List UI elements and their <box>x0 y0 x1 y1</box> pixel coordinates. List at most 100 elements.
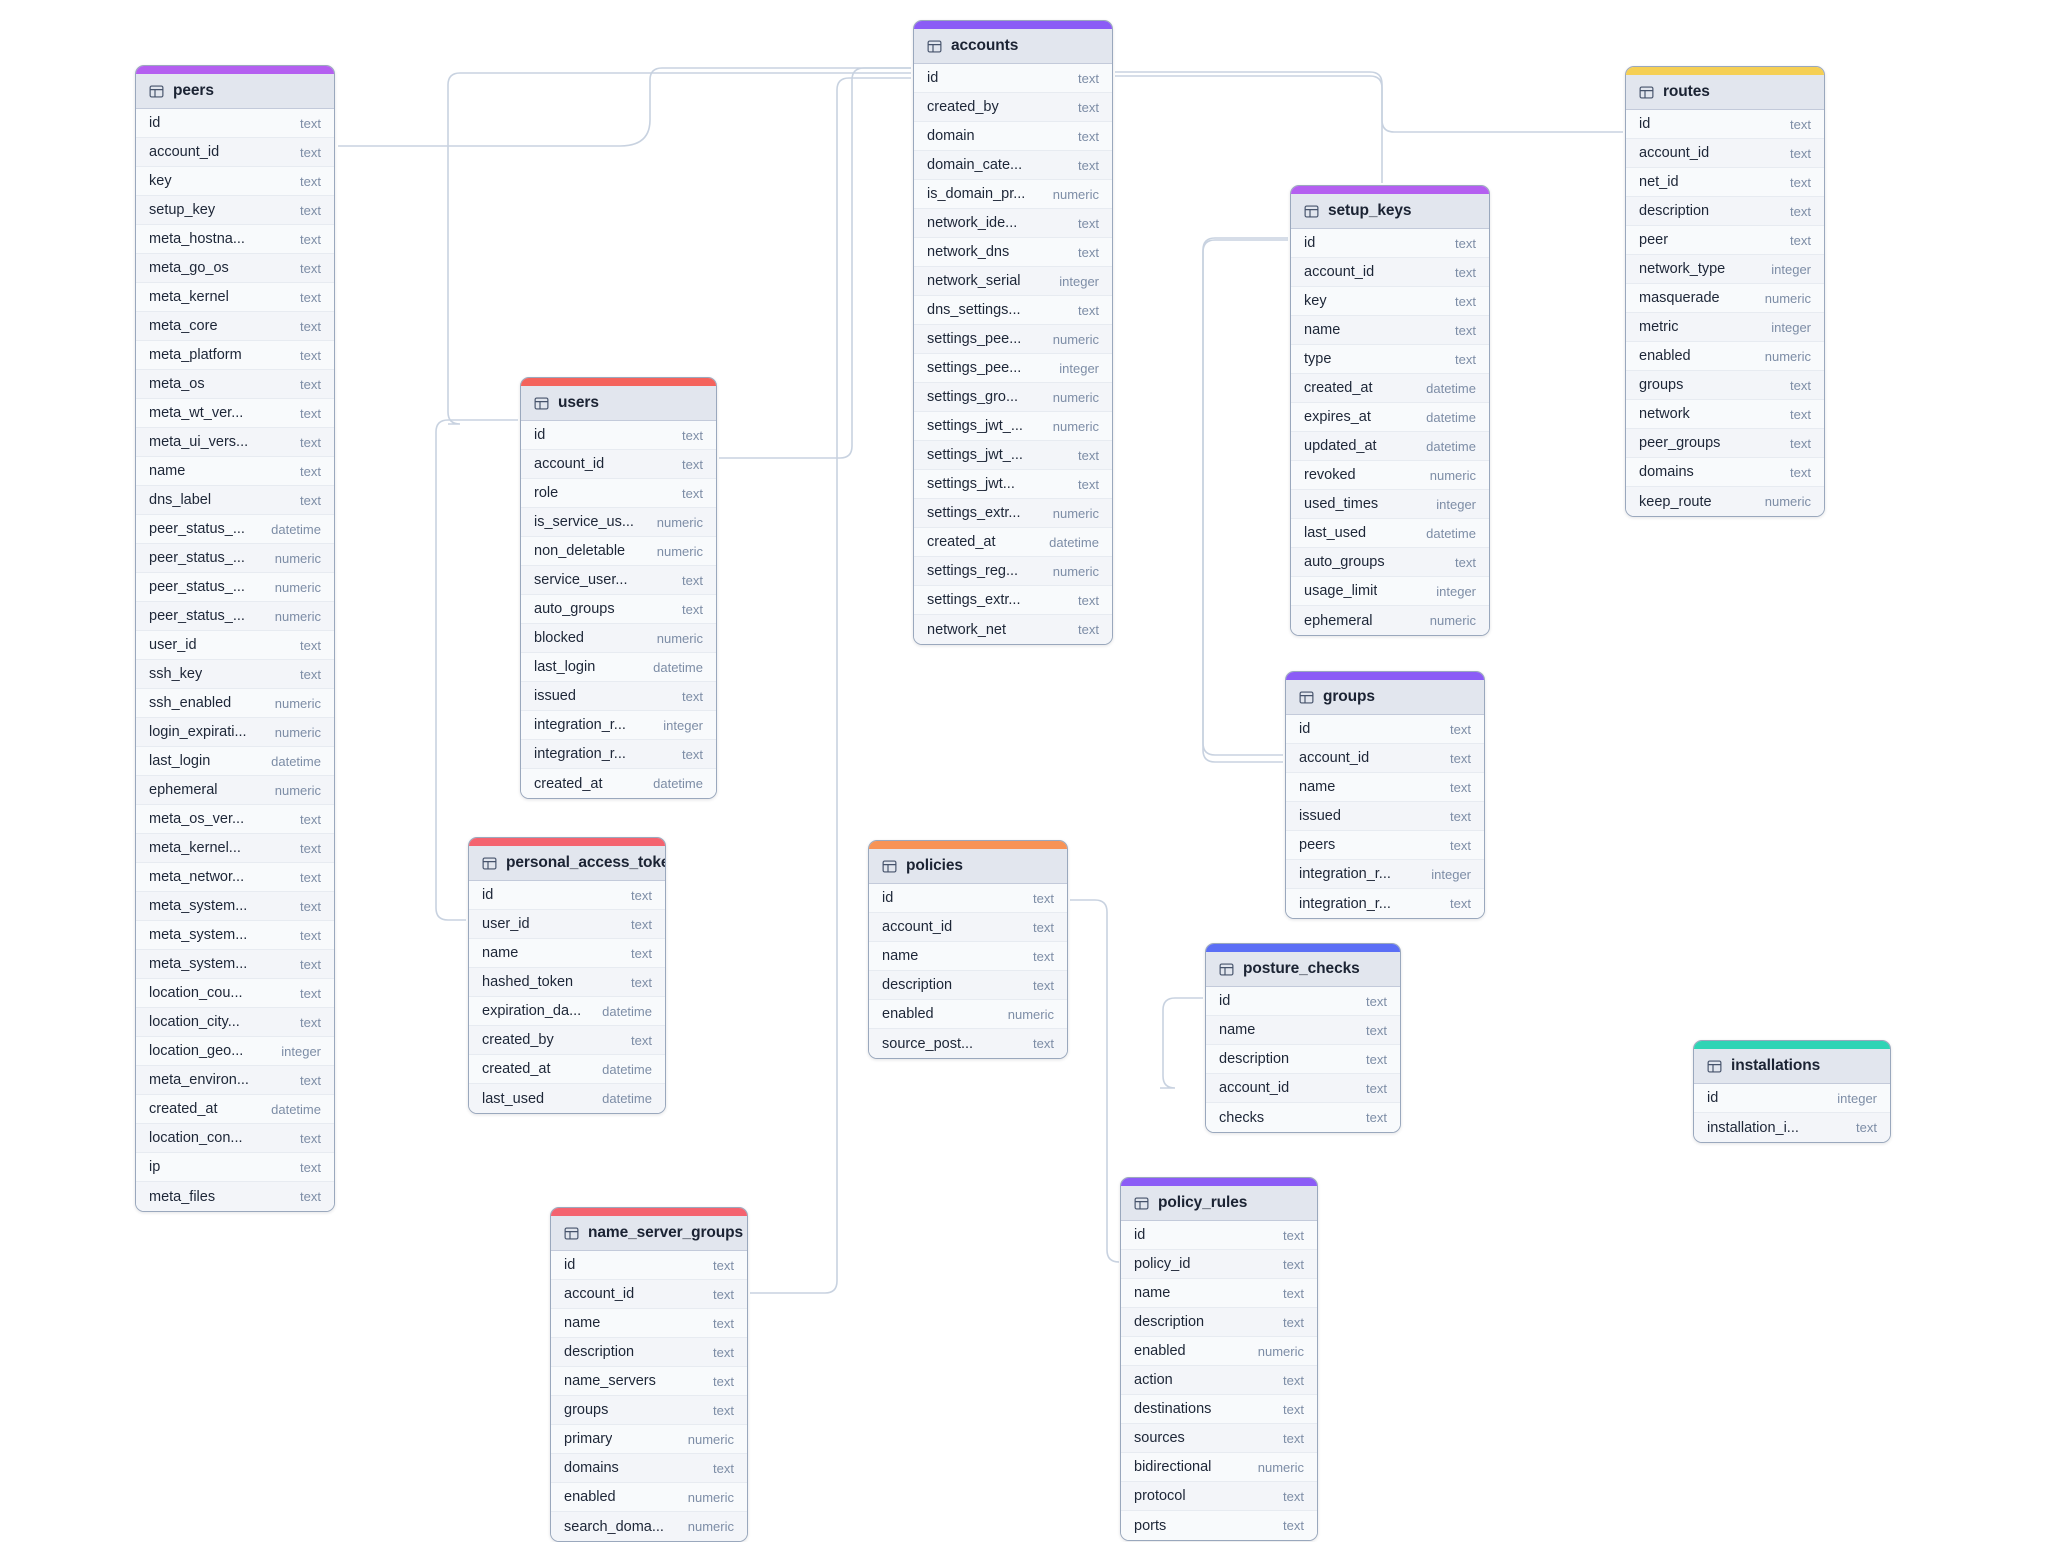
table-header[interactable]: peers <box>136 74 334 109</box>
column-row[interactable]: meta_system...text <box>136 892 334 921</box>
column-row[interactable]: meta_os_ver...text <box>136 805 334 834</box>
column-row[interactable]: settings_jwt_...numeric <box>914 412 1112 441</box>
column-row[interactable]: peer_status_...numeric <box>136 602 334 631</box>
column-row[interactable]: login_expirati...numeric <box>136 718 334 747</box>
column-row[interactable]: meta_hostna...text <box>136 225 334 254</box>
column-row[interactable]: is_service_us...numeric <box>521 508 716 537</box>
table-node-personal_access_tokens[interactable]: personal_access_tokensidtextuser_idtextn… <box>468 837 666 1114</box>
column-row[interactable]: integration_r...text <box>1286 889 1484 918</box>
column-row[interactable]: settings_extr...text <box>914 586 1112 615</box>
column-row[interactable]: peer_status_...numeric <box>136 544 334 573</box>
column-row[interactable]: domain_cate...text <box>914 151 1112 180</box>
column-row[interactable]: meta_system...text <box>136 921 334 950</box>
table-header[interactable]: groups <box>1286 680 1484 715</box>
column-row[interactable]: meta_environ...text <box>136 1066 334 1095</box>
column-row[interactable]: integration_r...integer <box>1286 860 1484 889</box>
column-row[interactable]: service_user...text <box>521 566 716 595</box>
column-row[interactable]: dns_settings...text <box>914 296 1112 325</box>
table-header[interactable]: routes <box>1626 75 1824 110</box>
column-row[interactable]: meta_networ...text <box>136 863 334 892</box>
column-row[interactable]: search_doma...numeric <box>551 1512 747 1541</box>
column-row[interactable]: settings_pee...numeric <box>914 325 1112 354</box>
column-row[interactable]: expiration_da...datetime <box>469 997 665 1026</box>
column-row[interactable]: integration_r...integer <box>521 711 716 740</box>
column-row[interactable]: source_post...text <box>869 1029 1067 1058</box>
table-header[interactable]: setup_keys <box>1291 194 1489 229</box>
column-row[interactable]: network_ide...text <box>914 209 1112 238</box>
column-row[interactable]: installation_i...text <box>1694 1113 1890 1142</box>
column-row[interactable]: meta_ui_vers...text <box>136 428 334 457</box>
column-row[interactable]: settings_pee...integer <box>914 354 1112 383</box>
